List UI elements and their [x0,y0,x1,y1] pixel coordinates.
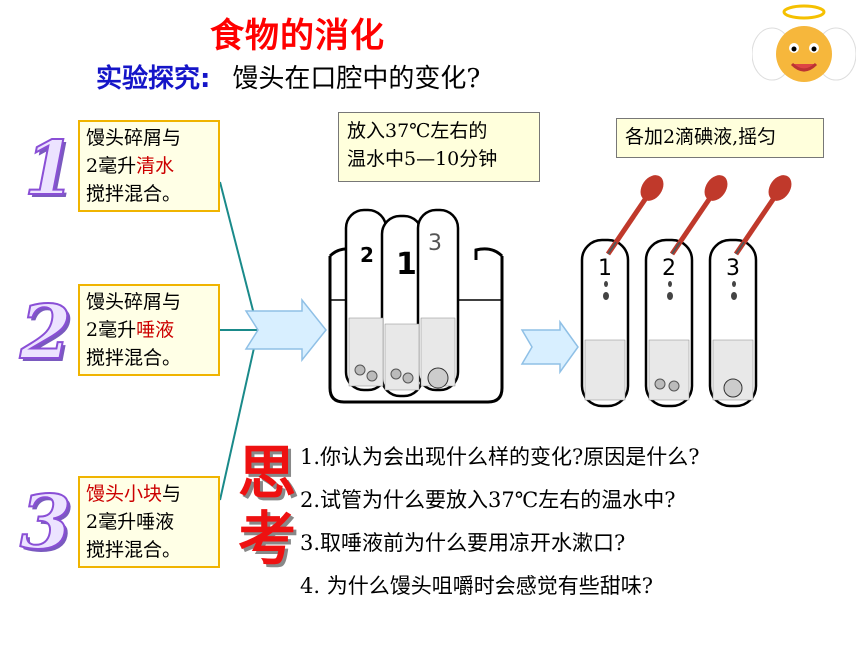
step-text: 搅拌混合。 [86,183,182,205]
step-box-2: 馒头碎屑与 2毫升唾液 搅拌混合。 [78,284,220,376]
right-tube-label: 1 [598,256,612,281]
step-highlight: 馒头小块 [86,483,163,505]
note-iodine: 各加2滴碘液,摇匀 [616,118,824,158]
connector-line-3 [219,329,259,501]
question-item: 2.试管为什么要放入37℃左右的温水中? [300,488,676,512]
subtitle-question: 馒头在口腔中的变化? [232,64,481,94]
right-test-tubes [580,238,758,408]
subtitle-label: 实验探究: [96,64,211,94]
slide-title: 食物的消化 [210,16,385,56]
question-item: 4. 为什么馒头咀嚼时会感觉有些甜味? [300,574,653,598]
question-list: 1.你认为会出现什么样的变化?原因是什么? 2.试管为什么要放入37℃左右的温水… [300,436,700,608]
question-item: 1.你认为会出现什么样的变化?原因是什么? [300,445,700,469]
step-box-1: 馒头碎屑与 2毫升清水 搅拌混合。 [78,120,220,212]
beaker [328,208,504,404]
arrow-right-1 [244,297,327,363]
step-text: 搅拌混合。 [86,347,182,369]
think-label: 思 考 [232,440,302,572]
connector-line-1 [219,181,259,331]
beaker-tube-label: 2 [360,243,374,267]
arrow-right-2 [520,319,579,375]
right-tube-label: 2 [662,256,676,281]
step-text: 馒头小块与 [86,480,212,508]
beaker-tube-label: 3 [428,231,442,256]
step-number-2: 2 [19,289,72,377]
slide-subtitle: 实验探究: 馒头在口腔中的变化? [96,58,480,95]
note-text: 温水中5—10分钟 [347,148,498,170]
step-text: 2毫升 [86,155,137,177]
step-text: 与 [162,483,182,505]
angel-mascot-icon [752,4,856,98]
step-number-1: 1 [23,125,76,213]
step-text: 馒头碎屑与 [86,291,182,313]
right-tube-label: 3 [726,256,740,281]
beaker-tube-label: 1 [396,247,417,282]
think-char: 思 [237,439,296,507]
step-text: 2毫升清水 [86,152,212,180]
step-text: 2毫升 [86,319,137,341]
question-item: 3.取唾液前为什么要用凉开水漱口? [300,531,626,555]
step-text: 2毫升唾液 [86,316,212,344]
step-text: 搅拌混合。 [86,539,182,561]
step-number-3: 3 [19,479,72,567]
think-char: 考 [237,505,296,573]
dropper-icon [605,175,664,256]
note-warm-water: 放入37℃左右的 温水中5—10分钟 [338,112,540,182]
dropper-icon [669,175,728,256]
step-text: 2毫升唾液 [86,511,175,533]
step-box-3: 馒头小块与 2毫升唾液 搅拌混合。 [78,476,220,568]
step-highlight: 唾液 [136,319,175,341]
dropper-icon [733,175,792,256]
step-text: 馒头碎屑与 [86,127,182,149]
step-highlight: 清水 [136,155,175,177]
note-text: 放入37℃左右的 [347,120,488,142]
